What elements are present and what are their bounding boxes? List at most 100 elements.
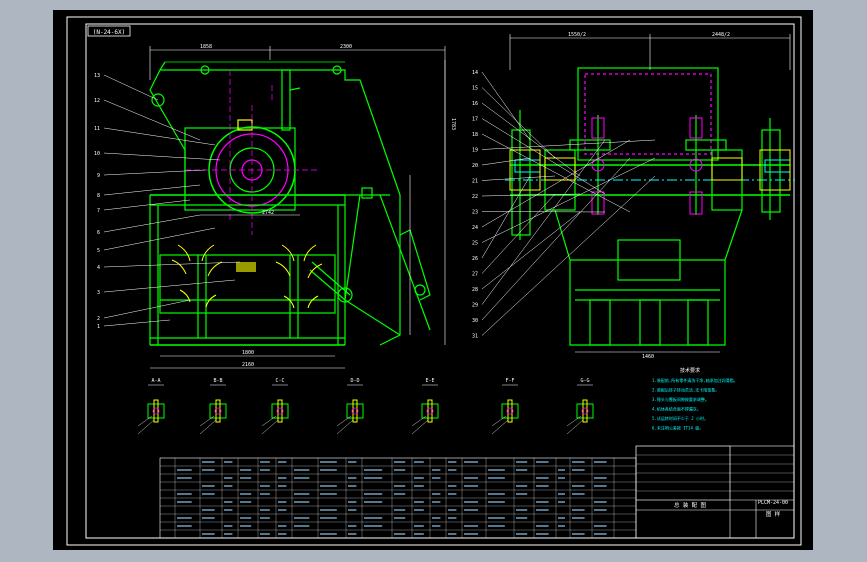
- callout-leader: [481, 157, 531, 166]
- callout-label: 13: [94, 73, 100, 79]
- outer-border: [66, 16, 802, 546]
- callout-leader: [481, 175, 656, 336]
- callout-leader: [481, 175, 531, 259]
- front-dimensions: [149, 46, 446, 369]
- callout-label: 30: [472, 318, 478, 324]
- callout-leader: [103, 199, 191, 211]
- callout-label: 6: [97, 230, 100, 236]
- callout-label: 23: [472, 210, 478, 216]
- callout-leader: [103, 99, 201, 141]
- dim-front-top-right: 2300: [340, 44, 352, 50]
- dim-side-top-left: 1550/2: [568, 32, 586, 38]
- note-line: 4.机体各结合面不得漏灰。: [652, 406, 701, 412]
- drawing-canvas[interactable]: [53, 10, 813, 550]
- callout-leader: [481, 102, 581, 177]
- side-bolts: [591, 117, 703, 215]
- callout-leader: [103, 74, 159, 101]
- callout-leader: [103, 299, 191, 319]
- callout-leader: [481, 211, 606, 213]
- callout-label: 29: [472, 303, 478, 309]
- callout-leader: [481, 157, 631, 321]
- pulleys: [509, 149, 791, 191]
- callout-leader: [481, 157, 656, 243]
- dim-front-side: 1783: [450, 118, 456, 130]
- callout-label: 26: [472, 256, 478, 262]
- note-line: 1.装配前,所有零件清洗干净,轴承加注润滑脂。: [652, 377, 738, 383]
- callout-leader: [481, 71, 531, 141]
- technical-notes: 技术要求 1.装配前,所有零件清洗干净,轴承加注润滑脂。 2.装配后转子转动灵活,…: [652, 367, 738, 431]
- section-label: E-E: [425, 378, 434, 384]
- callout-label: 18: [472, 132, 478, 138]
- callout-label: 3: [97, 290, 100, 296]
- dim-front-bottom: 2160: [242, 362, 254, 368]
- notes-heading: 技术要求: [680, 367, 700, 374]
- section-detail: D-D: [336, 378, 364, 435]
- code-stamp-box: [87, 25, 131, 37]
- callout-leader: [481, 133, 631, 213]
- title-block: [635, 445, 795, 539]
- section-details: A-A B-B C-C D-D E-E F-F G-G: [137, 378, 594, 435]
- callout-leader: [481, 139, 631, 228]
- note-line: 3.锤头与篦板间隙按要求调整。: [652, 396, 709, 402]
- note-line: 2.装配后转子转动灵活,无卡阻现象。: [652, 387, 719, 393]
- callout-label: 8: [97, 193, 100, 199]
- section-detail: E-E: [411, 378, 439, 435]
- callout-label: 15: [472, 86, 478, 92]
- callout-label: 21: [472, 179, 478, 185]
- section-label: F-F: [505, 378, 514, 384]
- dim-front-bottom-inner: 1800: [242, 350, 254, 356]
- callout-leader: [481, 211, 581, 290]
- callout-leader: [481, 193, 581, 197]
- title-center: 总 装 配 图: [674, 501, 706, 509]
- section-label: G-G: [580, 378, 589, 384]
- callout-leader: [103, 152, 221, 161]
- callout-leader: [103, 127, 216, 146]
- callout-label: 12: [94, 98, 100, 104]
- callout-label: 4: [97, 265, 100, 271]
- callout-leader: [481, 139, 656, 150]
- callout-label: 22: [472, 194, 478, 200]
- callout-label: 1: [97, 324, 100, 330]
- callout-label: 14: [472, 70, 478, 76]
- callout-label: 28: [472, 287, 478, 293]
- code-stamp: (N-24-6X): [93, 29, 126, 36]
- callout-leader: [481, 193, 556, 274]
- title-number: PLCM-24-00: [758, 500, 788, 506]
- section-detail: A-A: [137, 378, 165, 435]
- callout-label: 10: [94, 151, 100, 157]
- section-label: B-B: [213, 378, 222, 384]
- callout-label: 2: [97, 316, 100, 322]
- callout-label: 24: [472, 225, 478, 231]
- parts-list-table: [159, 445, 794, 539]
- callout-leader: [481, 139, 606, 305]
- callout-leader: [103, 169, 206, 176]
- callout-label: 11: [94, 126, 100, 132]
- side-dimensions: [509, 34, 791, 353]
- callout-label: 5: [97, 248, 100, 254]
- callout-leader: [481, 175, 556, 181]
- side-view: [510, 67, 790, 346]
- note-line: 5.试运转时间不少于 2 小时。: [652, 415, 708, 421]
- section-detail: F-F: [491, 378, 519, 435]
- callout-leader: [103, 214, 201, 233]
- center-lines-front: [185, 70, 320, 235]
- callout-label: 17: [472, 117, 478, 123]
- callout-label: 19: [472, 148, 478, 154]
- title-right: 图 样: [766, 510, 781, 518]
- callout-leader: [103, 319, 171, 327]
- section-detail: B-B: [199, 378, 227, 435]
- callout-label: 31: [472, 334, 478, 340]
- dim-front-mid: 2742: [262, 210, 274, 216]
- dim-side-top-right: 2448/2: [712, 32, 730, 38]
- callout-label: 20: [472, 163, 478, 169]
- dim-front-top-left: 1858: [200, 44, 212, 50]
- callout-leader: [481, 118, 606, 195]
- section-detail: C-C: [261, 378, 289, 435]
- section-label: A-A: [151, 378, 160, 384]
- callout-leader: [103, 227, 216, 251]
- callout-leader: [103, 261, 241, 268]
- callout-label: 16: [472, 101, 478, 107]
- callout-label: 27: [472, 272, 478, 278]
